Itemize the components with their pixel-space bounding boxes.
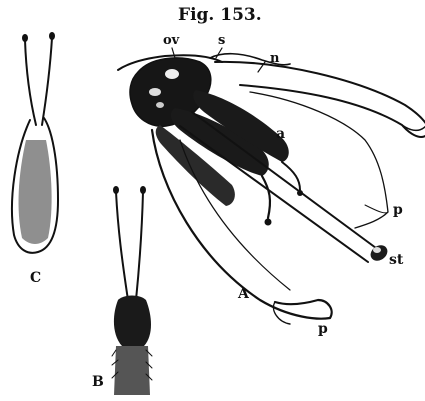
label-B: B xyxy=(92,374,104,390)
label-s: s xyxy=(218,33,225,48)
label-p-upper: p xyxy=(393,202,403,218)
label-n: n xyxy=(270,51,280,66)
label-a: a xyxy=(276,126,285,142)
label-st: st xyxy=(389,252,404,268)
label-C: C xyxy=(30,270,41,286)
drawing-c xyxy=(12,32,58,253)
drawing-b xyxy=(112,186,152,395)
figure-title: Fig. 153. xyxy=(178,5,262,25)
drawing-a xyxy=(118,48,425,324)
label-A: A xyxy=(237,286,250,302)
label-ov: ov xyxy=(163,33,180,48)
label-p-lower: p xyxy=(318,321,328,337)
